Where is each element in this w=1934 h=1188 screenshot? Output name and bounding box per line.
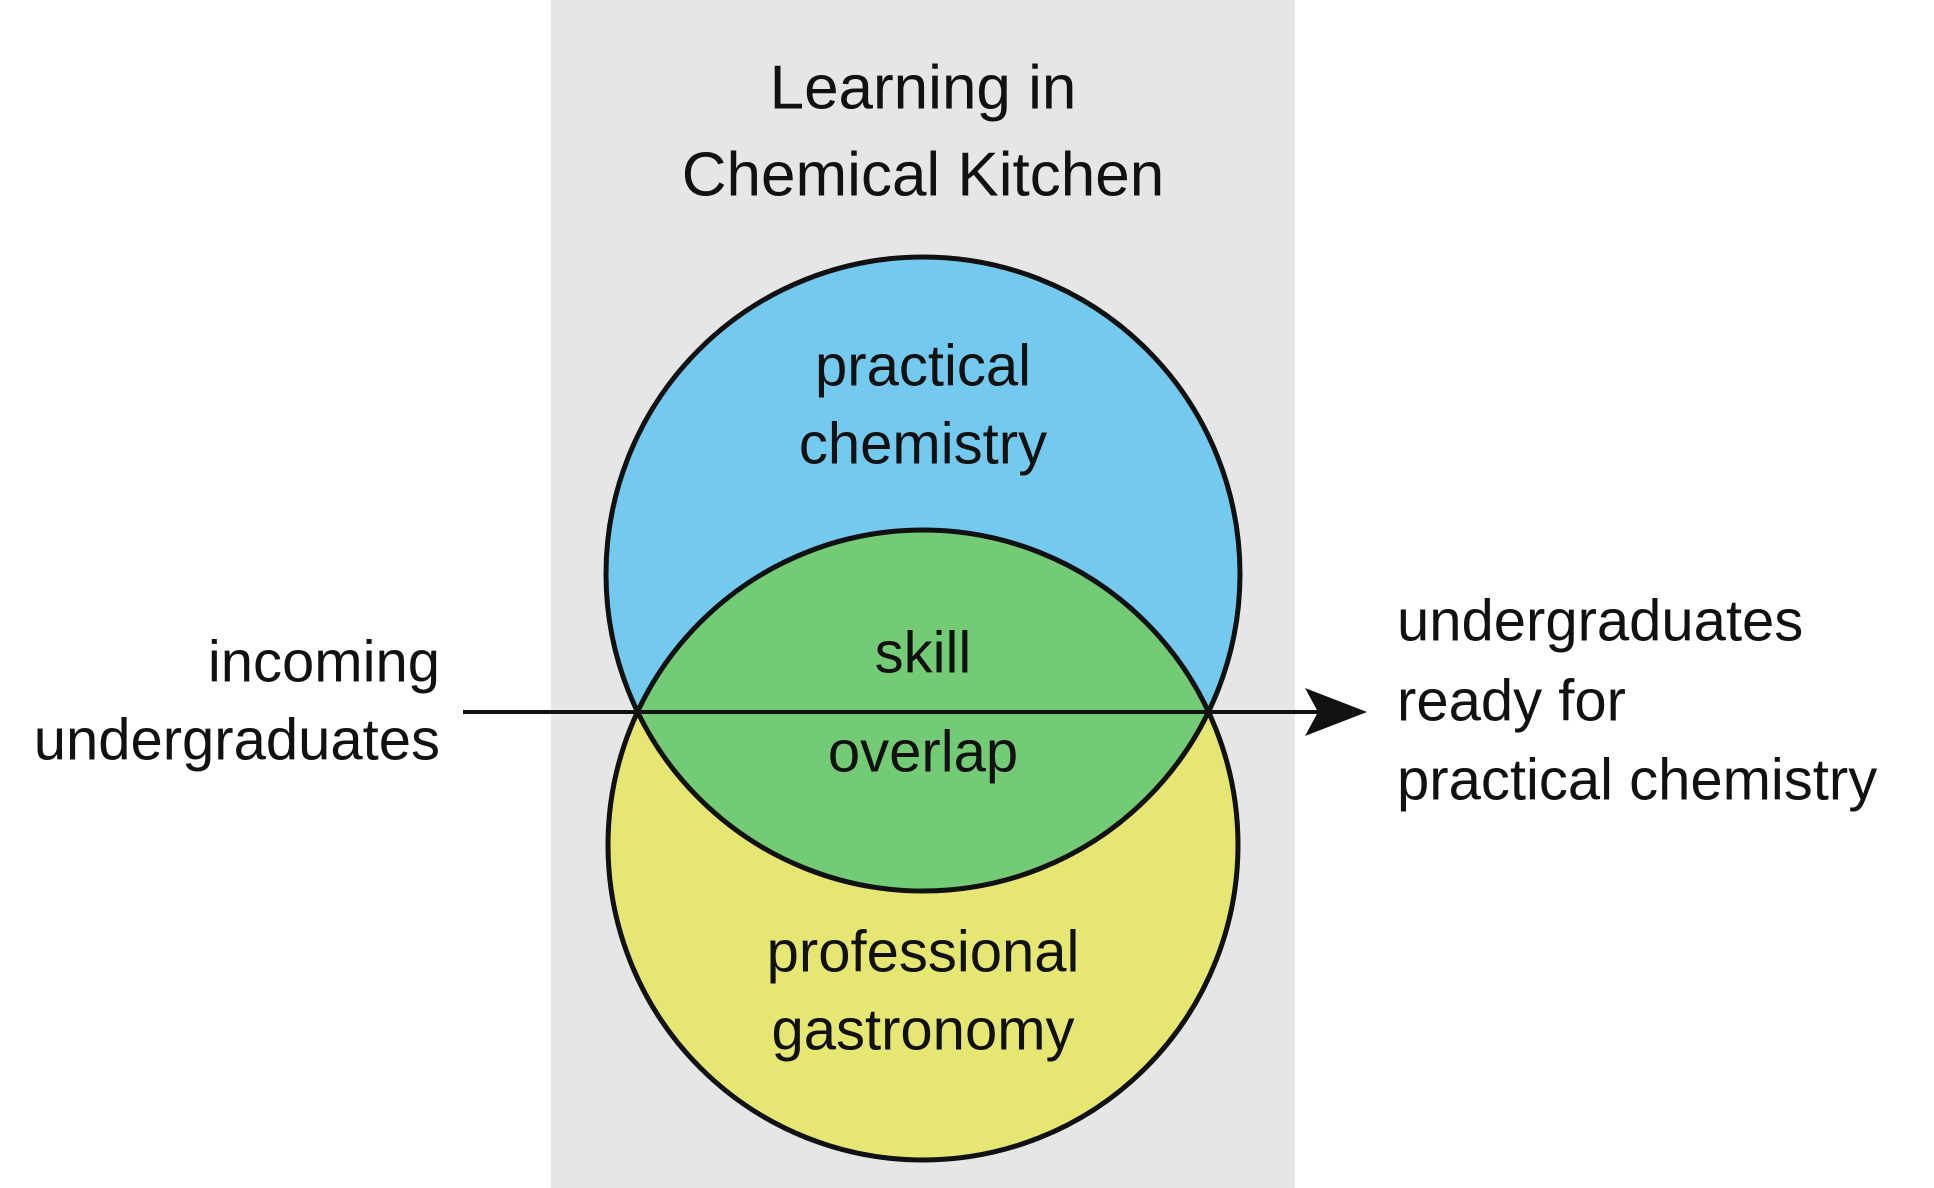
overlap-label-2: overlap — [828, 719, 1018, 784]
title-line-2: Chemical Kitchen — [682, 140, 1164, 209]
bottom-circle-label-1: professional — [767, 919, 1080, 984]
output-label-2: ready for — [1397, 668, 1626, 733]
top-circle-outline — [603, 254, 1243, 894]
output-label-1: undergraduates — [1397, 588, 1803, 653]
arrowhead-icon — [1305, 688, 1367, 736]
skill-overlap-region — [608, 530, 1238, 891]
top-circle-label-2: chemistry — [799, 411, 1047, 476]
bottom-circle-label-2: gastronomy — [771, 997, 1074, 1062]
overlap-label-1: skill — [875, 620, 972, 685]
title-line-1: Learning in — [770, 53, 1077, 122]
input-label-2: undergraduates — [34, 707, 440, 772]
bottom-circle-outline — [605, 527, 1241, 1163]
output-label-3: practical chemistry — [1397, 747, 1877, 812]
top-circle-label-1: practical — [815, 333, 1031, 398]
input-label-1: incoming — [208, 629, 440, 694]
